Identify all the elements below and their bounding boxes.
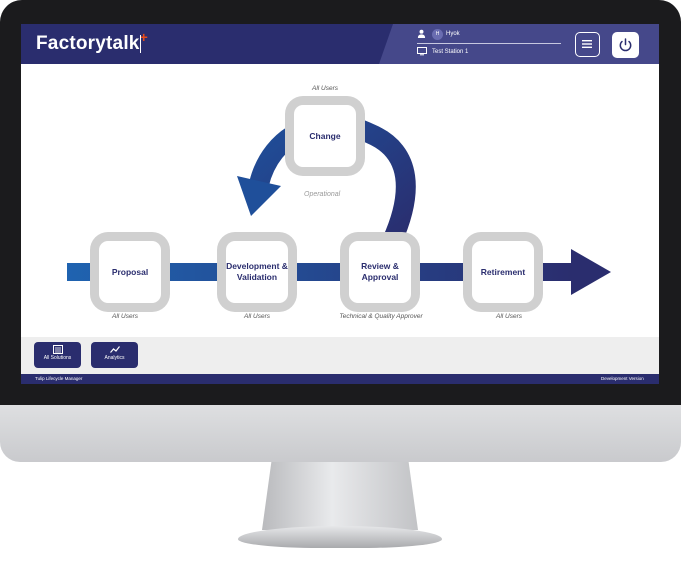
header-divider [417,43,561,44]
station-name[interactable]: Test Station 1 [432,49,469,55]
stage-label: Development & Validation [226,261,288,282]
stage-development-validation[interactable]: Development & Validation [226,241,288,303]
menu-button[interactable] [575,32,600,57]
logo-plus-mark: + [139,29,148,45]
stage-label: Retirement [480,266,526,277]
user-icon [417,29,426,38]
monitor-icon [417,47,427,56]
change-loop-arrow-head [237,176,281,216]
app-screen: Factorytalk+ H Hyok Test Station 1 [21,24,659,384]
stage-caption: All Users [243,313,270,320]
factorytalk-logo[interactable]: Factorytalk+ [36,29,148,55]
stage-proposal[interactable]: Proposal [99,241,161,303]
nav-label: All Solutions [43,355,72,361]
nav-label: Analytics [104,355,125,361]
power-button[interactable] [612,32,639,58]
stage-caption: All Users [495,313,522,320]
main-flow-arrow-head [571,249,611,295]
stage-retirement[interactable]: Retirement [472,241,534,303]
monitor-stand-neck [262,462,418,530]
footer-version: Development Version [601,376,644,381]
stage-label: Proposal [111,266,149,277]
stage-label: Change [309,130,341,141]
stage-label: Review & Approval [361,261,399,282]
logo-divider [140,35,141,53]
operational-label: Operational [304,191,341,198]
user-name[interactable]: Hyok [446,31,460,37]
stage-review-approval[interactable]: Review & Approval [349,241,411,303]
stage-caption: Technical & Quality Approver [339,313,423,320]
analytics-button[interactable]: Analytics [91,342,138,368]
app-footer [21,374,659,384]
stage-caption: All Users [311,85,338,92]
monitor-stand-base [238,526,442,548]
stage-change[interactable]: Change [294,105,356,167]
avatar: H [432,29,443,40]
lifecycle-flow-diagram [67,114,611,295]
trend-chart-icon [109,346,120,353]
stage-caption: All Users [111,313,138,320]
logo-text: Factorytalk [36,33,140,54]
main-flow-arrow-shaft [67,263,573,281]
monitor-chin [0,405,681,462]
list-icon [52,345,63,354]
power-icon [619,38,632,52]
footer-app-name: Tulip Lifecycle Manager [35,376,83,381]
hamburger-icon [582,40,592,48]
change-loop-arrow [249,114,416,246]
all-solutions-button[interactable]: All Solutions [34,342,81,368]
